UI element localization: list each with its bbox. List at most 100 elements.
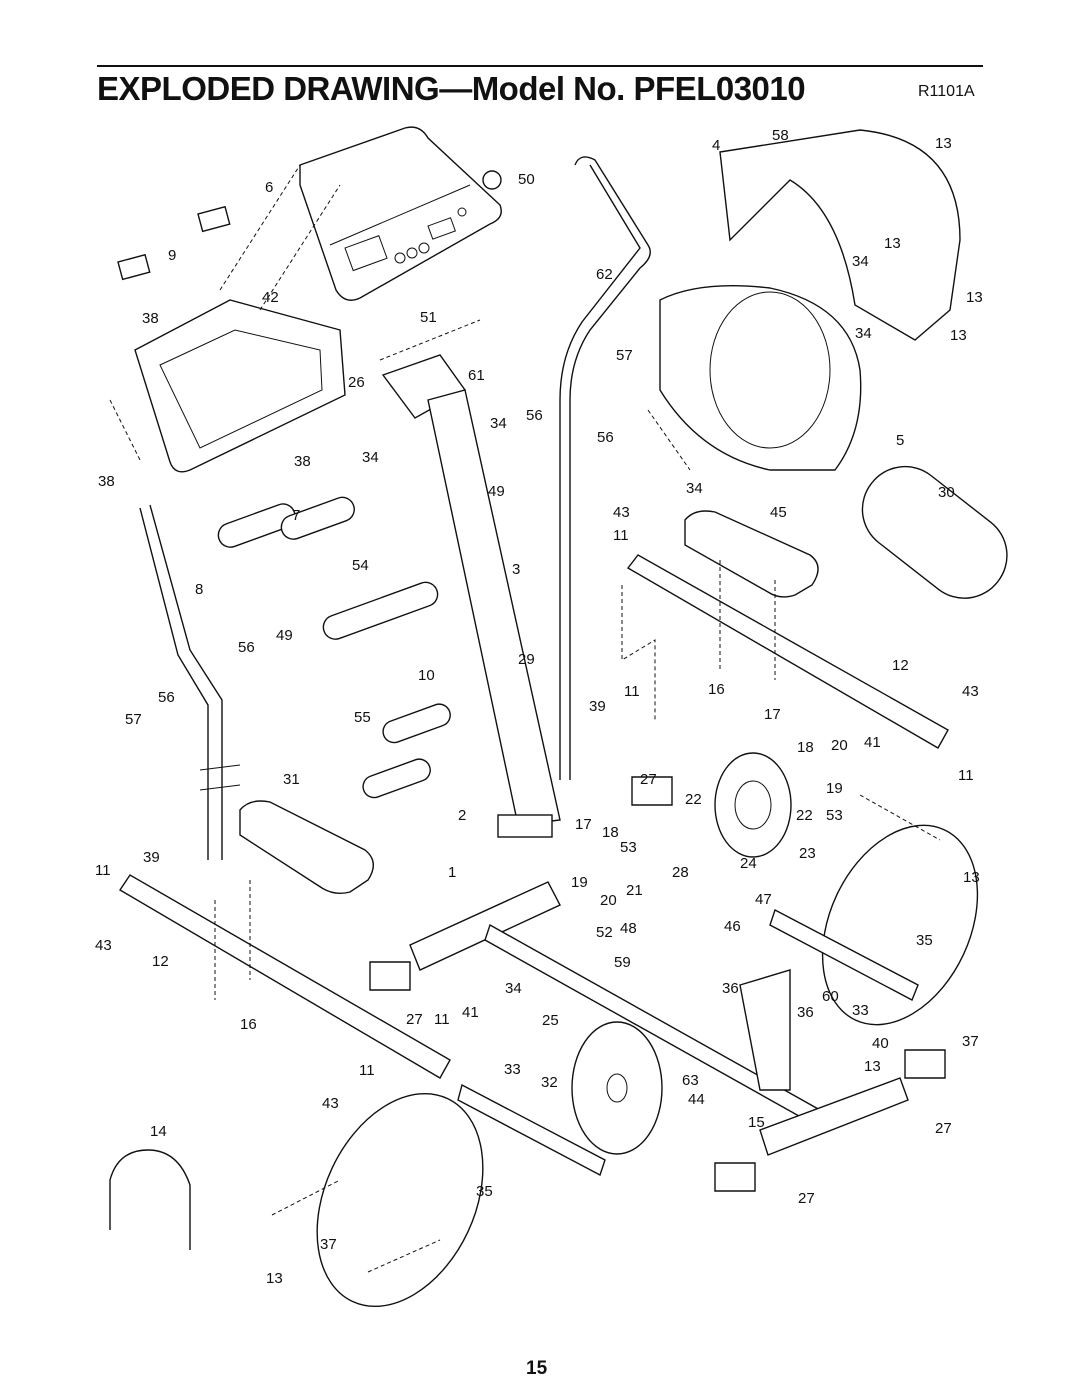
bracket-part bbox=[769, 908, 919, 1001]
part-callout: 44 bbox=[688, 1091, 705, 1108]
part-callout: 49 bbox=[488, 483, 505, 500]
bracket-part bbox=[457, 1083, 606, 1177]
upright-part bbox=[381, 354, 561, 838]
part-callout: 13 bbox=[884, 235, 901, 252]
arm-part bbox=[149, 504, 223, 860]
part-callout: 58 bbox=[772, 127, 789, 144]
pulse-grip-part bbox=[362, 758, 431, 799]
part-callout: 26 bbox=[348, 374, 365, 391]
decal-part bbox=[117, 253, 151, 281]
part-callout: 52 bbox=[596, 924, 613, 941]
part-callout: 41 bbox=[864, 734, 881, 751]
part-callout: 3 bbox=[512, 561, 520, 578]
part-callout: 40 bbox=[872, 1035, 889, 1052]
belt-part bbox=[861, 465, 1008, 599]
title-rule bbox=[97, 65, 983, 67]
part-callout: 28 bbox=[672, 864, 689, 881]
endcap-part bbox=[904, 1049, 946, 1079]
part-callout: 34 bbox=[855, 325, 872, 342]
endcap-part bbox=[714, 1162, 756, 1192]
part-callout: 43 bbox=[613, 504, 630, 521]
break-mark bbox=[199, 764, 241, 791]
part-callout: 11 bbox=[95, 862, 111, 879]
disc-part bbox=[316, 1092, 484, 1308]
endcap-part bbox=[369, 961, 411, 991]
part-callout: 31 bbox=[283, 771, 300, 788]
part-callout: 35 bbox=[476, 1183, 493, 1200]
part-callout: 21 bbox=[626, 882, 643, 899]
pedal-part bbox=[239, 800, 374, 895]
part-callout: 47 bbox=[755, 891, 772, 908]
part-callout: 11 bbox=[624, 683, 640, 700]
part-callout: 33 bbox=[852, 1002, 869, 1019]
part-callout: 50 bbox=[518, 171, 535, 188]
decal-part bbox=[197, 205, 231, 233]
part-callout: 25 bbox=[542, 1012, 559, 1029]
disc-part bbox=[821, 824, 979, 1026]
part-callout: 20 bbox=[831, 737, 848, 754]
part-callout: 13 bbox=[963, 869, 980, 886]
part-callout: 11 bbox=[434, 1011, 450, 1028]
part-callout: 18 bbox=[797, 739, 814, 756]
page-number: 15 bbox=[526, 1358, 548, 1379]
part-callout: 56 bbox=[158, 689, 175, 706]
part-callout: 60 bbox=[822, 988, 839, 1005]
part-callout: 56 bbox=[597, 429, 614, 446]
assembly-lines bbox=[109, 164, 941, 1273]
part-callout: 53 bbox=[620, 839, 637, 856]
part-callout: 4 bbox=[712, 137, 720, 154]
part-callout: 39 bbox=[143, 849, 160, 866]
part-callout: 8 bbox=[195, 581, 203, 598]
part-callout: 43 bbox=[962, 683, 979, 700]
part-callout: 34 bbox=[852, 253, 869, 270]
part-callout: 33 bbox=[504, 1061, 521, 1078]
part-callout: 39 bbox=[589, 698, 606, 715]
part-callout: 36 bbox=[722, 980, 739, 997]
part-callout: 37 bbox=[962, 1033, 979, 1050]
part-callout: 62 bbox=[596, 266, 613, 283]
part-callout: 22 bbox=[685, 791, 702, 808]
pedal-arm-part bbox=[626, 554, 949, 749]
part-callout: 42 bbox=[262, 289, 279, 306]
part-callout: 16 bbox=[708, 681, 725, 698]
part-callout: 43 bbox=[95, 937, 112, 954]
part-callout: 19 bbox=[826, 780, 843, 797]
part-callout: 19 bbox=[571, 874, 588, 891]
part-callout: 56 bbox=[526, 407, 543, 424]
part-callout: 41 bbox=[462, 1004, 479, 1021]
flywheel-part bbox=[571, 1021, 663, 1155]
part-callout: 20 bbox=[600, 892, 617, 909]
part-callout: 29 bbox=[518, 651, 535, 668]
drawing-code: R1101A bbox=[918, 83, 975, 100]
part-callout: 38 bbox=[98, 473, 115, 490]
clip-part bbox=[109, 1149, 191, 1250]
part-callout: 6 bbox=[265, 179, 273, 196]
part-callout: 10 bbox=[418, 667, 435, 684]
part-callout: 27 bbox=[406, 1011, 423, 1028]
part-callout: 13 bbox=[935, 135, 952, 152]
part-callout: 48 bbox=[620, 920, 637, 937]
part-callout: 34 bbox=[505, 980, 522, 997]
part-callout: 13 bbox=[864, 1058, 881, 1075]
part-callout: 9 bbox=[168, 247, 176, 264]
handlebar-part bbox=[569, 156, 651, 780]
part-callout: 53 bbox=[826, 807, 843, 824]
handlebar-part bbox=[559, 164, 641, 780]
part-callout: 13 bbox=[966, 289, 983, 306]
console-base-part bbox=[134, 299, 346, 473]
part-callout: 12 bbox=[892, 657, 909, 674]
part-callout: 38 bbox=[294, 453, 311, 470]
part-callout: 49 bbox=[276, 627, 293, 644]
part-callout: 5 bbox=[896, 432, 904, 449]
grip-part bbox=[280, 496, 355, 540]
part-callout: 11 bbox=[359, 1062, 375, 1079]
pedal-part bbox=[684, 510, 819, 598]
part-callout: 38 bbox=[142, 310, 159, 327]
part-callout: 23 bbox=[799, 845, 816, 862]
arm-part bbox=[139, 507, 209, 860]
part-callout: 13 bbox=[950, 327, 967, 344]
part-callout: 57 bbox=[125, 711, 142, 728]
part-callout: 11 bbox=[958, 767, 974, 784]
